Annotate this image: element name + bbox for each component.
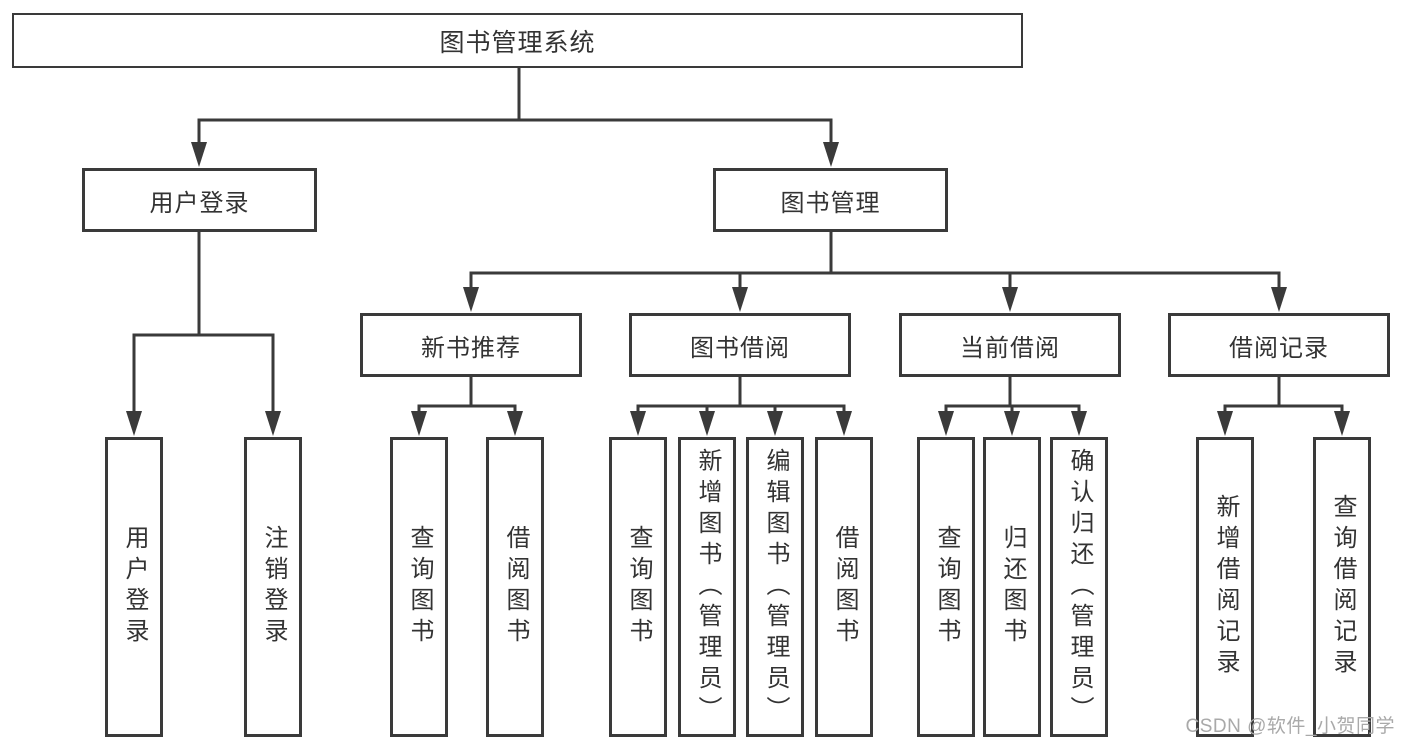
leaf-bb-borrow-books: 借阅图书 bbox=[815, 437, 873, 737]
node-label: 归还图书 bbox=[999, 525, 1026, 649]
node-label: 新增图书（管理员） bbox=[694, 447, 721, 727]
node-label: 当前借阅 bbox=[960, 334, 1060, 362]
node-label: 新增借阅记录 bbox=[1212, 494, 1239, 680]
node-label: 用户登录 bbox=[121, 525, 148, 649]
node-label: 确认归还（管理员） bbox=[1066, 447, 1093, 727]
node-label: 用户登录 bbox=[149, 189, 250, 217]
node-label: 借阅图书 bbox=[831, 525, 858, 649]
node-label: 查询借阅记录 bbox=[1329, 494, 1356, 680]
leaf-cb-return-books: 归还图书 bbox=[983, 437, 1041, 737]
leaf-nbr-query-books: 查询图书 bbox=[390, 437, 448, 737]
leaf-user-login: 用户登录 bbox=[105, 437, 163, 737]
leaf-br-query-record: 查询借阅记录 bbox=[1313, 437, 1371, 737]
node-label: 借阅图书 bbox=[502, 525, 529, 649]
node-label: 图书管理系统 bbox=[439, 28, 596, 57]
node-label: 新书推荐 bbox=[421, 334, 521, 362]
node-label: 查询图书 bbox=[406, 525, 433, 649]
node-label: 图书管理 bbox=[780, 189, 881, 217]
leaf-cb-query-books: 查询图书 bbox=[917, 437, 975, 737]
node-current-borrowing: 当前借阅 bbox=[899, 313, 1121, 377]
node-label: 图书借阅 bbox=[690, 334, 790, 362]
node-label: 查询图书 bbox=[933, 525, 960, 649]
leaf-bb-add-books-admin: 新增图书（管理员） bbox=[678, 437, 736, 737]
node-new-book-recommendation: 新书推荐 bbox=[360, 313, 582, 377]
leaf-logout: 注销登录 bbox=[244, 437, 302, 737]
node-label: 借阅记录 bbox=[1229, 334, 1329, 362]
leaf-nbr-borrow-books: 借阅图书 bbox=[486, 437, 544, 737]
node-label: 编辑图书（管理员） bbox=[762, 447, 789, 727]
node-borrowing-records: 借阅记录 bbox=[1168, 313, 1390, 377]
node-book-management: 图书管理 bbox=[713, 168, 948, 232]
leaf-bb-query-books: 查询图书 bbox=[609, 437, 667, 737]
node-library-management-system: 图书管理系统 bbox=[12, 13, 1023, 68]
csdn-watermark: CSDN @软件_小贺同学 bbox=[1185, 716, 1395, 737]
leaf-bb-edit-books-admin: 编辑图书（管理员） bbox=[746, 437, 804, 737]
node-book-borrowing: 图书借阅 bbox=[629, 313, 851, 377]
leaf-cb-confirm-return-admin: 确认归还（管理员） bbox=[1050, 437, 1108, 737]
node-label: 注销登录 bbox=[260, 525, 287, 649]
node-user-login: 用户登录 bbox=[82, 168, 317, 232]
arrowheads bbox=[126, 142, 1350, 436]
leaf-br-add-record: 新增借阅记录 bbox=[1196, 437, 1254, 737]
node-label: 查询图书 bbox=[625, 525, 652, 649]
